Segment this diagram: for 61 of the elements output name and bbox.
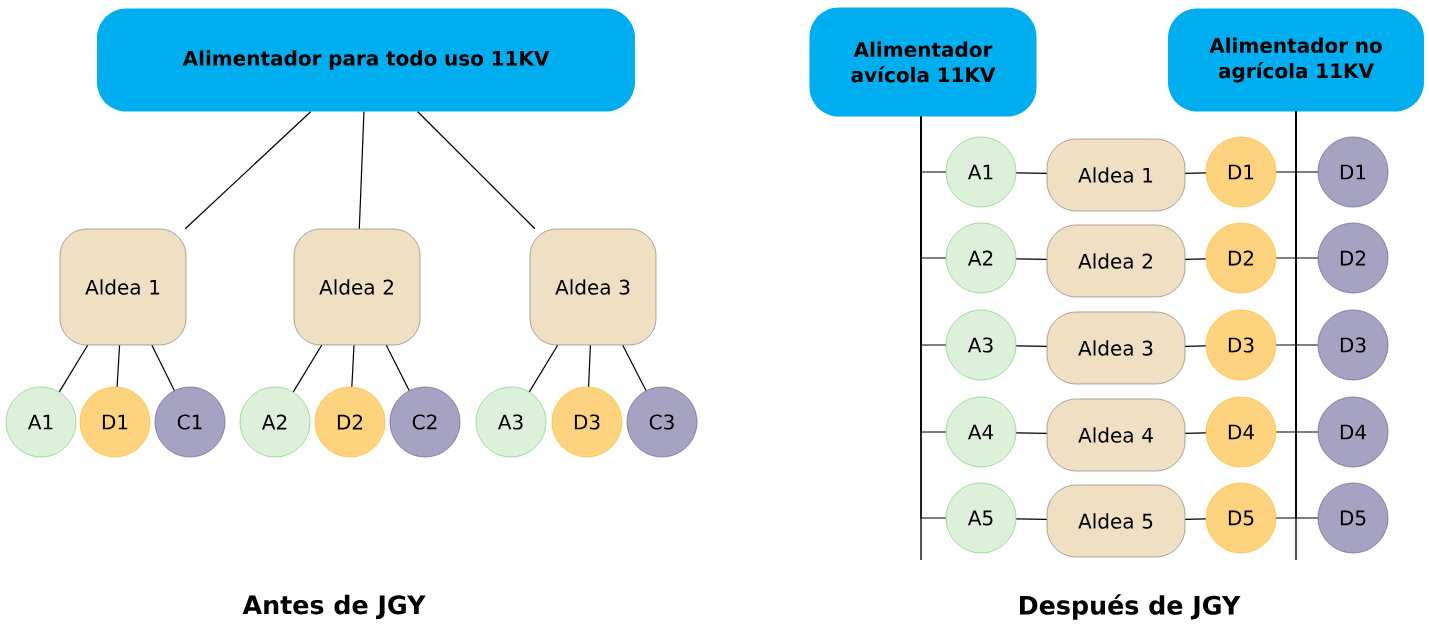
connector-line <box>1015 432 1048 435</box>
circle-node: C2 <box>389 386 461 458</box>
village-box: Aldea 1 <box>59 228 187 346</box>
circle-node: D3 <box>1205 309 1277 381</box>
village-box: Aldea 4 <box>1046 398 1186 472</box>
circle-node: D4 <box>1205 396 1277 468</box>
village-box: Aldea 5 <box>1046 484 1186 558</box>
section-caption: Después de JGY <box>1020 594 1241 620</box>
circle-node: A5 <box>945 482 1017 554</box>
connector-line <box>151 344 175 391</box>
connector-line <box>417 111 536 230</box>
circle-node: A2 <box>945 222 1017 294</box>
circle-node: A2 <box>239 386 311 458</box>
village-box: Aldea 3 <box>1046 311 1186 385</box>
connector-line <box>292 344 323 393</box>
village-box: Aldea 3 <box>529 228 657 346</box>
connector-line <box>358 111 365 230</box>
circle-node: D1 <box>1317 136 1389 208</box>
connector-line <box>1184 345 1207 347</box>
connector-line <box>1184 258 1207 260</box>
connector-line <box>1184 432 1207 434</box>
connector-line <box>1295 111 1319 519</box>
circle-node: C3 <box>626 386 698 458</box>
circle-node: A1 <box>945 136 1017 208</box>
circle-node: D1 <box>1205 136 1277 208</box>
connector-line <box>1015 258 1048 261</box>
connector-line <box>385 344 410 392</box>
connector-line <box>1184 172 1207 174</box>
circle-node: D3 <box>1317 309 1389 381</box>
connector-line <box>1015 172 1048 175</box>
village-box: Aldea 2 <box>293 228 421 346</box>
connector-line <box>351 344 355 388</box>
connector-line <box>622 344 647 392</box>
feeder-box: Alimentador no agrícola 11KV <box>1168 8 1424 112</box>
connector-line <box>116 344 121 388</box>
circle-node: D4 <box>1317 396 1389 468</box>
connector-line <box>184 111 312 230</box>
village-box: Aldea 1 <box>1046 138 1186 212</box>
circle-node: D2 <box>314 386 386 458</box>
connector-line <box>920 116 947 519</box>
circle-node: D2 <box>1205 222 1277 294</box>
connector-line <box>1015 518 1048 521</box>
village-box: Aldea 2 <box>1046 224 1186 298</box>
circle-node: A3 <box>475 386 547 458</box>
feeder-box: Alimentador para todo uso 11KV <box>97 8 635 112</box>
circle-node: D5 <box>1317 482 1389 554</box>
connector-line <box>1184 518 1207 520</box>
circle-node: A3 <box>945 309 1017 381</box>
connector-line <box>58 344 89 393</box>
connector-line <box>1015 345 1048 348</box>
circle-node: C1 <box>154 386 226 458</box>
feeder-box: Alimentador avícola 11KV <box>809 7 1037 117</box>
section-caption: Antes de JGY <box>242 594 426 620</box>
circle-node: D1 <box>79 386 151 458</box>
circle-node: A1 <box>5 386 77 458</box>
circle-node: D3 <box>551 386 623 458</box>
circle-node: D2 <box>1317 222 1389 294</box>
connector-line <box>587 344 591 388</box>
circle-node: A4 <box>945 396 1017 468</box>
circle-node: D5 <box>1205 482 1277 554</box>
connector-line <box>528 344 559 393</box>
